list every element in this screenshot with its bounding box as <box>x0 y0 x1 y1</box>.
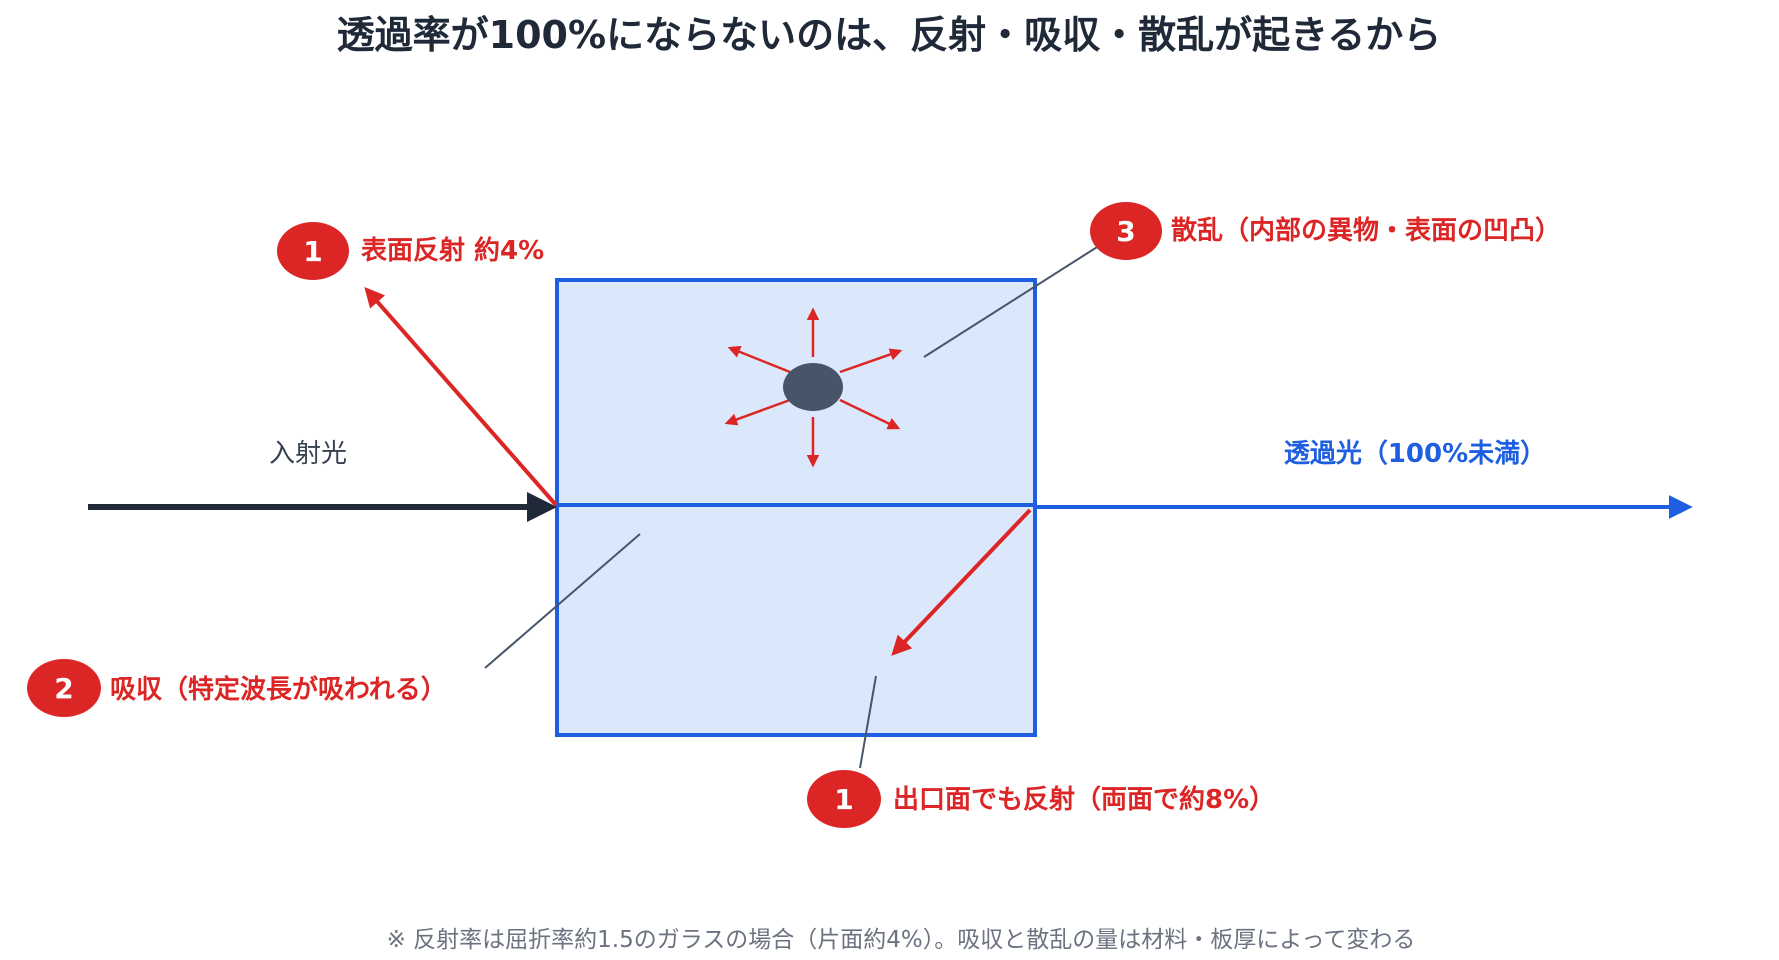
incident-light-label: 入射光 <box>269 439 347 469</box>
callout-text: 吸収（特定波長が吸われる） <box>110 674 447 705</box>
callout-number: 1 <box>834 783 853 816</box>
callout-number: 3 <box>1116 215 1135 248</box>
callout-text: 表面反射 約4% <box>361 235 544 266</box>
absorption-leader-line <box>484 533 641 669</box>
callout-badge <box>1090 202 1162 260</box>
scatter-ray-up-left <box>727 345 791 374</box>
scatter-ray-down-left <box>724 398 791 426</box>
callout-text: 出口面でも反射（両面で約8%） <box>893 784 1275 815</box>
callout-badge <box>807 770 881 828</box>
footnote: ※ 反射率は屈折率約1.5のガラスの場合（片面約4%）。吸収と散乱の量は材料・板… <box>387 927 1416 953</box>
impurity-particle <box>783 363 843 411</box>
exit-reflection-leader-line <box>859 675 877 769</box>
callout-exit-reflection: 1 出口面でも反射（両面で約8%） <box>807 770 1275 828</box>
scattering-particle-group <box>724 307 903 468</box>
callout-number: 1 <box>303 235 322 268</box>
surface-reflection-arrow <box>364 286 558 507</box>
scatter-ray-up-right <box>839 348 903 374</box>
callout-badge <box>27 659 101 717</box>
callout-absorption: 2 吸収（特定波長が吸われる） <box>27 659 447 717</box>
exit-reflection-arrow <box>891 508 1032 656</box>
callout-text: 散乱（内部の異物・表面の凹凸） <box>1171 216 1561 246</box>
callout-badge <box>277 222 349 280</box>
callout-scattering: 3 散乱（内部の異物・表面の凹凸） <box>1090 202 1561 260</box>
diagram-title: 透過率が100%にならないのは、反射・吸収・散乱が起きるから <box>337 13 1442 57</box>
transmitted-light-label: 透過光（100%未満） <box>1284 439 1546 469</box>
scatter-ray-down-right <box>839 398 901 430</box>
callout-number: 2 <box>54 672 73 705</box>
glass-block <box>555 278 1037 737</box>
scattering-leader-line <box>923 241 1106 358</box>
callout-surface-reflection: 1 表面反射 約4% <box>277 222 544 280</box>
